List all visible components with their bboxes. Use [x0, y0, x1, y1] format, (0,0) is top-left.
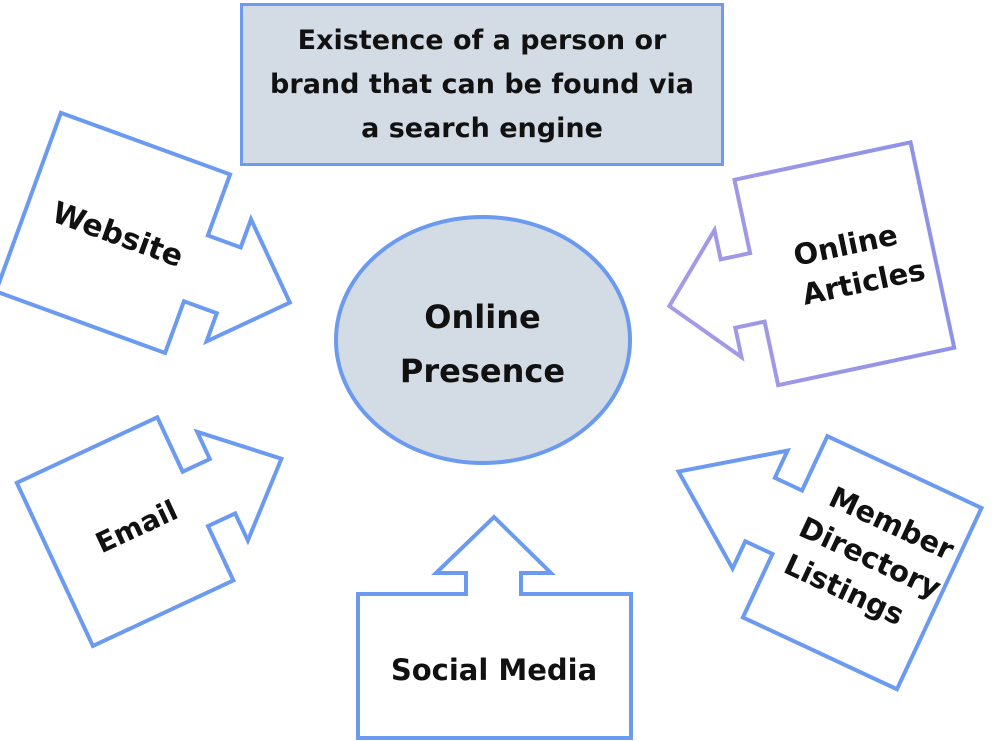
online-articles-callout-shape — [666, 139, 957, 388]
definition-box: Existence of a person or brand that can … — [240, 3, 724, 166]
online-presence-label: Online Presence — [340, 290, 625, 398]
member-directory-callout: Member Directory Listings — [675, 433, 985, 692]
social-media-callout: Social Media — [356, 514, 633, 740]
email-callout: Email — [14, 414, 285, 649]
online-articles-callout: Online Articles — [666, 139, 957, 388]
email-callout-shape — [14, 414, 285, 649]
social-media-callout-shape — [356, 514, 633, 740]
website-callout-shape — [0, 110, 293, 356]
online-presence-label-line2: Presence — [399, 352, 566, 390]
social-media-label: Social Media — [391, 653, 597, 687]
website-callout: Website — [0, 110, 293, 356]
member-directory-callout-shape — [675, 433, 985, 692]
definition-text: Existence of a person or brand that can … — [270, 24, 694, 144]
online-presence-ellipse — [334, 215, 632, 465]
online-presence-label-line1: Online — [424, 298, 541, 336]
